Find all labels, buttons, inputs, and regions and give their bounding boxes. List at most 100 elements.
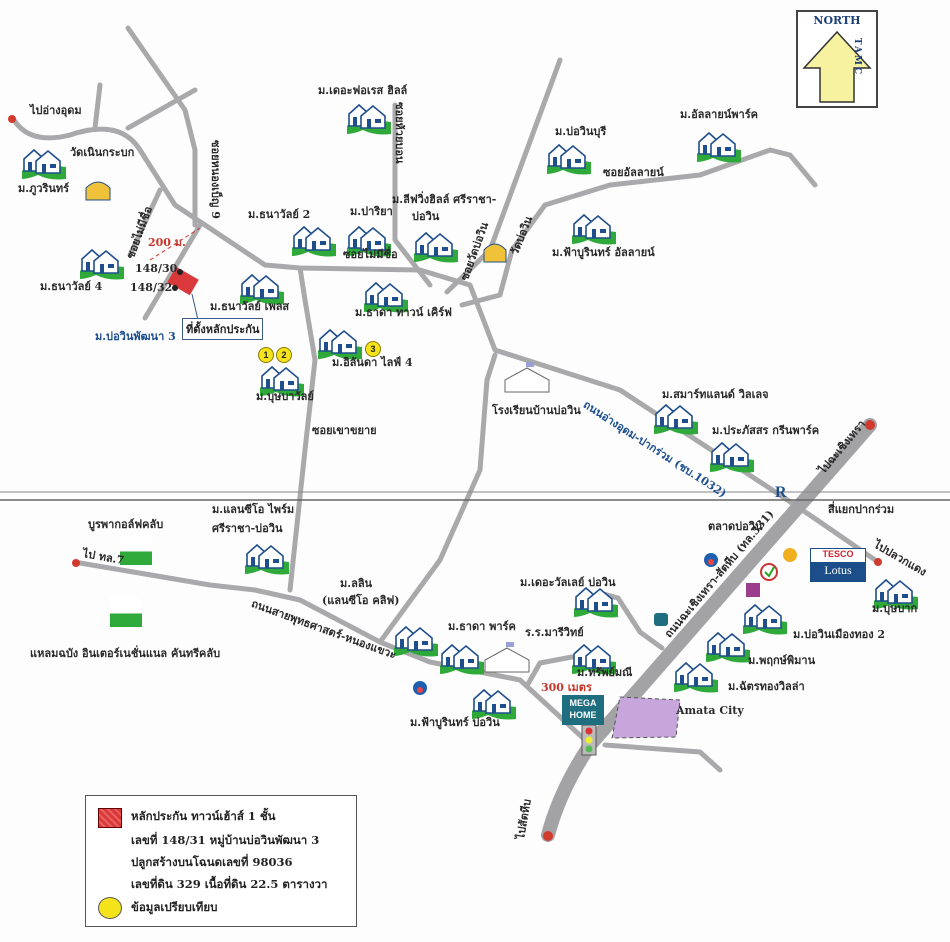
road-plot bbox=[142, 222, 203, 321]
village-sublabel: ศรีราชา-บ่อวิน bbox=[212, 522, 283, 535]
village-label: ม.ลลิน bbox=[340, 577, 373, 590]
distance-300-label: 300 เมตร bbox=[541, 681, 592, 694]
village-label: ม.พฤกษ์พิมาน bbox=[748, 654, 816, 667]
robinson-logo: R bbox=[775, 484, 787, 501]
village-house-icon bbox=[412, 228, 460, 264]
laem-chabang-golf-label: แหลมฉบัง อินเตอร์เนชั่นแนล คันทรีคลับ bbox=[30, 647, 221, 660]
school-icon bbox=[504, 362, 550, 393]
village-label: ม.ภูวรินทร์ bbox=[18, 182, 70, 195]
mega-home-logo: MEGA HOME bbox=[562, 695, 604, 725]
village-house-icon bbox=[290, 222, 338, 258]
pak-ruam-junction-label: สี่แยกปากร่วม bbox=[828, 503, 895, 516]
village-label: ม.เดอะฟอเรส ฮิลล์ bbox=[318, 84, 408, 97]
wat-noen-krabok-label: วัดเนินกระบก bbox=[70, 146, 135, 159]
village-label: ม.บุษบาวัลย์ bbox=[256, 390, 314, 403]
village-house-icon bbox=[570, 210, 618, 246]
bank-icon bbox=[654, 613, 668, 626]
village-house-icon bbox=[78, 245, 126, 281]
village-label: ม.ปาริยา bbox=[350, 205, 393, 218]
mega-label: MEGA bbox=[569, 698, 597, 708]
road-north-branch-2 bbox=[125, 87, 198, 131]
collateral-location-box: ที่ตั้งหลักประกัน bbox=[182, 318, 264, 340]
village-label: ม.ฟ้าบูรินทร์ อัลลายน์ bbox=[552, 246, 655, 259]
village-label: ม.อิลันดา ไลฟ์ 4 bbox=[332, 356, 413, 369]
legend-line-2: เลขที่ 148/31 หมู่บ้านบ่อวินพัฒนา 3 bbox=[131, 833, 320, 847]
amata-city-label: Amata City bbox=[676, 704, 744, 717]
village-label: ม.ธนาวัลย์ 4 bbox=[40, 280, 103, 293]
road-school bbox=[377, 352, 498, 645]
distance-200-label: 200 ม. bbox=[148, 236, 186, 249]
village-sublabel: (แลนซีโอ คลิฟ) bbox=[322, 594, 400, 607]
comparable-marker-2: 2 bbox=[276, 347, 292, 363]
temple-icon bbox=[85, 181, 111, 201]
legend-comparable: ข้อมูลเปรียบเทียบ bbox=[131, 900, 218, 914]
village-label: ม.ธาดา พาร์ค bbox=[448, 620, 516, 633]
legend-collateral: หลักประกัน ทาวน์เฮ้าส์ 1 ชั้น bbox=[131, 809, 276, 823]
gas-station-icon bbox=[704, 553, 718, 567]
north-label: NORTH bbox=[813, 14, 861, 27]
collateral-plot bbox=[149, 227, 201, 321]
village-label: ม.ประภัสสร กรีนพาร์ค bbox=[712, 424, 820, 437]
village-sublabel: บ่อวิน bbox=[412, 210, 440, 223]
comparable-swatch bbox=[98, 897, 122, 919]
soi-no-name-label: ซอยไม่มีชื่อ bbox=[343, 248, 398, 261]
comparable-marker-1: 1 bbox=[258, 347, 274, 363]
village-house-icon bbox=[438, 640, 486, 676]
village-house-icon bbox=[545, 140, 593, 176]
road-north-branch bbox=[92, 82, 103, 131]
legend-line-4: เลขที่ดิน 329 เนื้อที่ดิน 22.5 ตารางวา bbox=[131, 877, 328, 891]
amata-city-area bbox=[611, 696, 681, 739]
bank-icon bbox=[783, 548, 797, 562]
temple-icon bbox=[483, 243, 507, 263]
road-khao-khayai bbox=[287, 265, 318, 593]
village-label: ม.แลนซีโอ ไพร์ม bbox=[212, 503, 295, 516]
golf-course-icon bbox=[120, 535, 152, 565]
road-to-route7 bbox=[77, 560, 586, 741]
village-house-icon bbox=[392, 622, 440, 658]
village-label: ม.ธนาวัลย์ เพลส bbox=[210, 300, 290, 313]
road-ang-udom bbox=[11, 117, 881, 565]
village-label: ม.ธนาวัลย์ 2 bbox=[248, 208, 311, 221]
village-label: ม.อัลลายน์พาร์ค bbox=[680, 108, 759, 121]
soi-khao-khayai-label: ซอยเขาขยาย bbox=[312, 424, 377, 437]
village-label: ม.บ่อวินบุรี bbox=[555, 125, 607, 138]
village-label: ม.สมาร์ทแลนด์ วิลเลจ bbox=[662, 388, 769, 401]
road-sap-mani bbox=[525, 654, 575, 687]
village-label: ม.บ่อวินเมืองทอง 2 bbox=[793, 628, 886, 641]
gas-station-icon bbox=[413, 681, 427, 695]
bowin-market-label: ตลาดบ่อวิน bbox=[708, 520, 763, 533]
comparable-marker-3: 3 bbox=[365, 341, 381, 357]
mariwit-school-label: ร.ร.มารีวิทย์ bbox=[525, 626, 584, 639]
bank-icon bbox=[760, 563, 778, 581]
village-house-icon bbox=[652, 400, 700, 436]
village-label: ม.เดอะวัลเลย์ บ่อวิน bbox=[520, 576, 616, 589]
legend: หลักประกัน ทาวน์เฮ้าส์ 1 ชั้น เลขที่ 148… bbox=[85, 795, 357, 927]
tesco-lotus-logo: TESCO Lotus bbox=[810, 548, 866, 582]
arrow-end-markers bbox=[8, 115, 882, 841]
school-bowin-label: โรงเรียนบ้านบ่อวิน bbox=[492, 404, 581, 417]
road-soi-no-name bbox=[127, 187, 163, 258]
road-amata bbox=[602, 742, 723, 773]
school-icon bbox=[484, 642, 530, 673]
bank-icon bbox=[746, 583, 760, 597]
tesco-label: TESCO bbox=[811, 549, 865, 563]
village-label: ม.ฟ้าบูรินทร์ บ่อวิน bbox=[410, 716, 500, 729]
road-huai-bon bbox=[392, 102, 433, 288]
soi-alliance-label: ซอยอัลลายน์ bbox=[603, 166, 664, 179]
village-label: ม.บุษบาก bbox=[872, 602, 918, 615]
collateral-swatch bbox=[98, 808, 122, 828]
road-alliance bbox=[459, 147, 818, 308]
plot-148-30-label: 148/30 bbox=[135, 262, 178, 275]
village-label: ม.ธาดา ทาวน์ เคิร์ฟ bbox=[355, 306, 452, 319]
brand-label: TAMC bbox=[852, 37, 863, 77]
soi-huai-bon-label: ซอยห้วยบอน bbox=[393, 102, 406, 164]
village-house-icon bbox=[243, 540, 291, 576]
lotus-label: Lotus bbox=[811, 563, 865, 581]
village-label: ม.ทรัพย์มณี bbox=[577, 666, 633, 679]
village-house-icon bbox=[345, 100, 393, 136]
village-label: ม.ฉัตรทองวิลล่า bbox=[728, 680, 805, 693]
village-house-icon bbox=[695, 128, 743, 164]
village-house-icon bbox=[672, 658, 720, 694]
